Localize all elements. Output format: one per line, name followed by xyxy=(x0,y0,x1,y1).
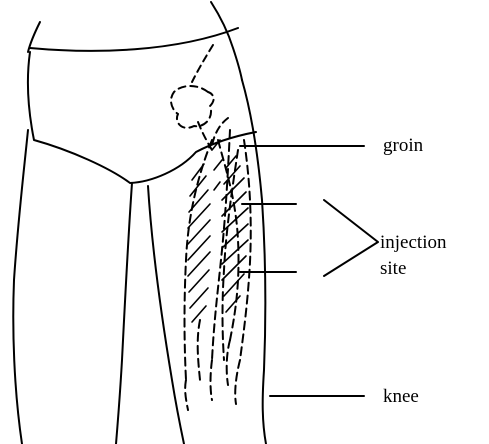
groin-label: groin xyxy=(383,135,424,156)
brief-outline xyxy=(28,52,256,183)
left-leg-inner xyxy=(116,183,132,444)
site-label: site xyxy=(380,258,406,279)
knee-label: knee xyxy=(383,386,419,407)
injection-bracket xyxy=(324,200,378,276)
injection-label: injection xyxy=(380,232,447,253)
right-leg-inner xyxy=(148,186,184,444)
torso-right-outline xyxy=(211,2,242,80)
left-leg-outer xyxy=(13,130,28,444)
groin-vessels xyxy=(171,45,228,150)
muscle-hatching xyxy=(188,140,248,322)
waistband xyxy=(30,28,238,51)
